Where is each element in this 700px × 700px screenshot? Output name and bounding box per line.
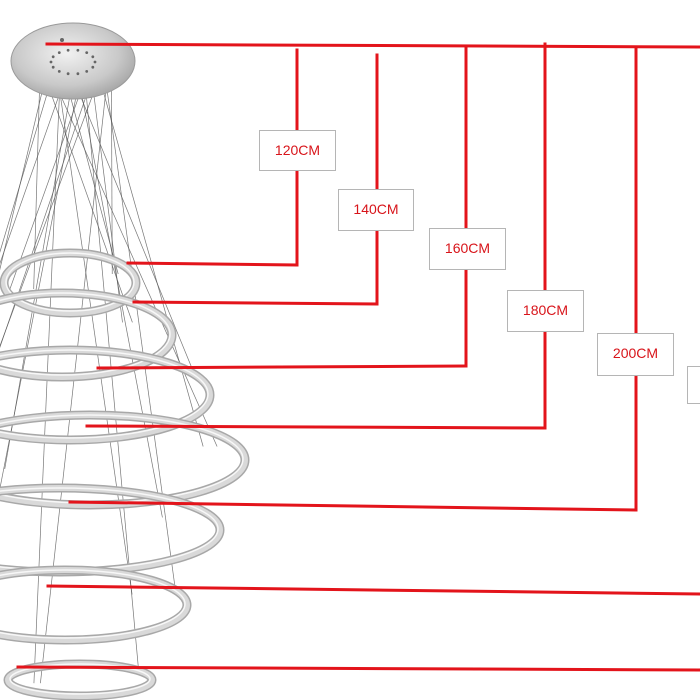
suspension-cable	[0, 71, 48, 271]
dimension-label-180: 180CM	[507, 290, 584, 332]
suspension-cable	[0, 71, 54, 253]
dimension-line	[45, 42, 700, 49]
dimension-line	[85, 424, 547, 430]
anchor-dot	[76, 72, 80, 76]
canopy-anchor-points	[49, 38, 97, 76]
light-ring-highlight	[0, 569, 186, 639]
light-ring-highlight	[9, 663, 151, 695]
anchor-dot	[66, 48, 70, 52]
suspension-cable	[33, 71, 41, 290]
anchor-dot	[51, 55, 55, 59]
dimension-line	[96, 364, 468, 370]
anchor-dot	[93, 60, 97, 64]
anchor-dot	[60, 38, 64, 42]
light-ring-highlight	[0, 349, 209, 439]
suspension-cable	[9, 71, 88, 290]
anchor-dot	[57, 51, 61, 55]
dimension-label-partial	[687, 366, 700, 404]
suspension-cable	[0, 71, 102, 347]
dimension-line	[16, 665, 700, 672]
anchor-dot	[76, 48, 80, 52]
suspension-cable	[111, 71, 113, 275]
anchor-dot	[51, 65, 55, 69]
anchor-dot	[57, 69, 61, 73]
dimension-label-120: 120CM	[259, 130, 336, 171]
ceiling-canopy	[10, 22, 136, 100]
suspension-cable	[90, 71, 123, 323]
anchor-dot	[85, 51, 89, 55]
dimension-label-140: 140CM	[338, 189, 414, 231]
suspension-cable	[0, 71, 68, 265]
dimension-line	[68, 500, 638, 512]
suspension-cable	[97, 71, 204, 447]
light-ring-highlight	[0, 292, 171, 376]
light-rings	[0, 248, 250, 700]
dimension-label-160: 160CM	[429, 228, 506, 270]
suspension-cable	[0, 71, 95, 348]
anchor-dot	[91, 65, 95, 69]
light-ring-highlight	[5, 252, 135, 312]
suspension-cable	[56, 71, 133, 595]
anchor-dot	[91, 55, 95, 59]
suspension-cable	[104, 71, 177, 595]
anchor-dot	[49, 60, 53, 64]
anchor-dot	[85, 69, 89, 73]
dimension-line	[46, 584, 700, 596]
dimension-line	[132, 300, 379, 306]
dimension-label-200: 200CM	[597, 333, 674, 376]
suspension-cable	[70, 71, 198, 382]
dimension-line	[126, 261, 299, 267]
light-ring	[0, 567, 190, 643]
anchor-dot	[66, 72, 70, 76]
suspension-cable	[63, 71, 119, 275]
